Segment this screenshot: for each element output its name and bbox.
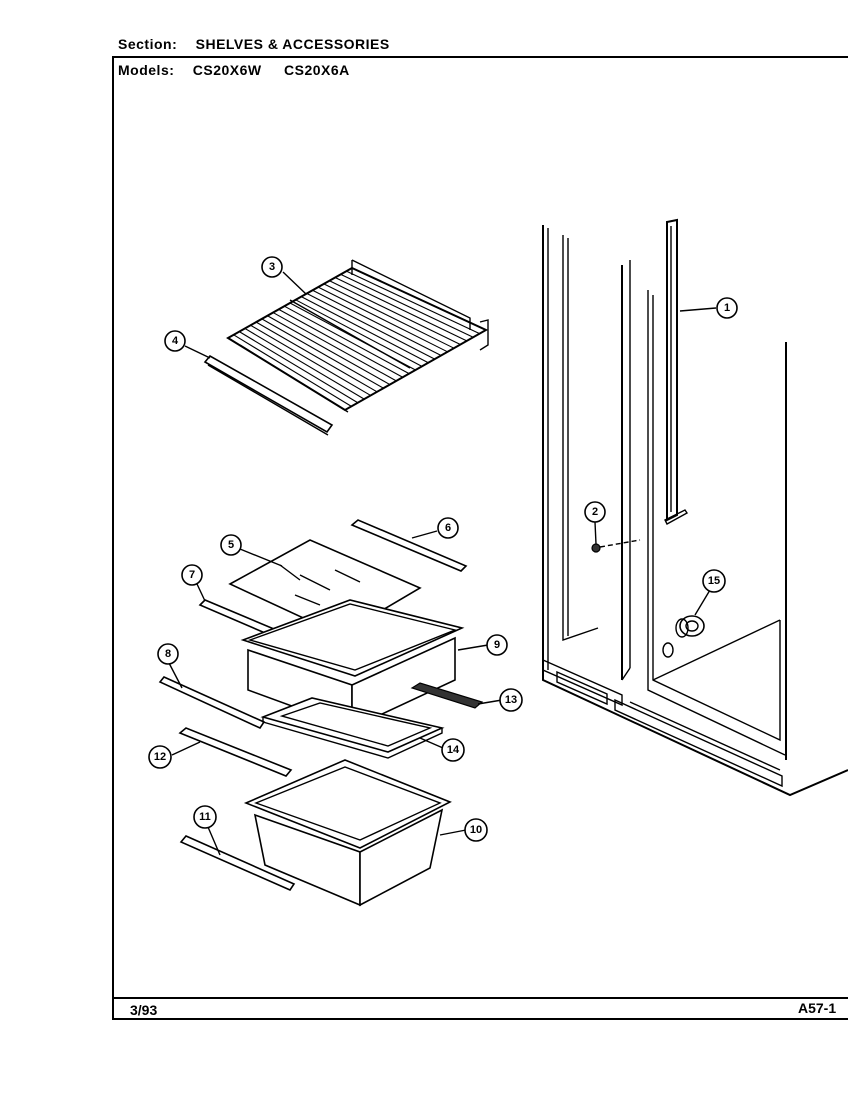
- models-line: Models: CS20X6W CS20X6A: [118, 62, 350, 78]
- callout-2: 2: [584, 501, 606, 523]
- svg-text:10: 10: [470, 824, 482, 836]
- callout-15: 15: [702, 569, 726, 593]
- callout-11: 11: [193, 805, 217, 829]
- callout-14: 14: [441, 738, 465, 762]
- footer-rule: [112, 997, 848, 999]
- svg-text:4: 4: [172, 335, 179, 347]
- wire-rib: [323, 283, 455, 349]
- lower-crisper-pan: [243, 759, 452, 907]
- model-2: CS20X6A: [284, 62, 350, 78]
- callout-13: 13: [499, 688, 523, 712]
- svg-text:5: 5: [228, 539, 234, 551]
- wire-rib: [295, 299, 423, 367]
- callout-7: 7: [181, 564, 203, 586]
- footer-date: 3/93: [130, 1002, 158, 1018]
- lower-pan-front-trim: [179, 835, 296, 892]
- callout-3: 3: [261, 256, 283, 278]
- wire-rib: [284, 305, 410, 375]
- section-line: Section: SHELVES & ACCESSORIES: [118, 36, 390, 52]
- shelf-front-trim: [203, 354, 334, 436]
- wire-rib: [267, 315, 391, 386]
- temperature-control-knob: [662, 615, 705, 658]
- svg-text:13: 13: [505, 694, 517, 706]
- svg-text:1: 1: [724, 302, 730, 314]
- wire-rib: [250, 324, 371, 396]
- footer-page-code: A57-1: [798, 1000, 837, 1016]
- crisper-slide-rail: [410, 682, 484, 709]
- section-label: Section:: [118, 36, 178, 52]
- wire-rib: [334, 277, 468, 342]
- refrigerator-cabinet: [542, 225, 848, 797]
- wire-rib: [312, 289, 442, 356]
- svg-text:11: 11: [199, 811, 211, 823]
- diagram-frame: [112, 56, 848, 1020]
- svg-text:14: 14: [447, 744, 460, 756]
- models-label: Models:: [118, 62, 175, 78]
- wire-rib: [346, 270, 480, 335]
- lower-pan-rear-trim: [178, 727, 293, 777]
- callout-10: 10: [464, 818, 488, 842]
- model-1: CS20X6W: [192, 62, 262, 78]
- leader-lines: [168, 271, 717, 856]
- wire-rib: [272, 312, 397, 382]
- wire-rib: [301, 296, 429, 364]
- wire-rib: [238, 331, 359, 404]
- svg-text:9: 9: [494, 639, 500, 651]
- wire-rib: [306, 292, 435, 360]
- wire-shelf: [226, 259, 489, 413]
- callout-1: 1: [716, 297, 738, 319]
- wire-rib: [261, 318, 384, 389]
- svg-text:3: 3: [269, 261, 275, 273]
- callout-12: 12: [148, 745, 172, 769]
- wire-rib: [329, 280, 461, 346]
- svg-text:15: 15: [708, 575, 720, 587]
- wire-rib: [233, 334, 352, 407]
- crisper-divider-tray: [260, 697, 445, 759]
- svg-text:6: 6: [445, 522, 451, 534]
- wire-rib: [351, 267, 487, 331]
- svg-text:7: 7: [189, 569, 195, 581]
- wire-rib: [278, 308, 403, 378]
- callout-6: 6: [437, 517, 459, 539]
- callout-9: 9: [486, 634, 508, 656]
- wire-rib: [340, 273, 474, 338]
- wire-rib: [317, 286, 448, 353]
- svg-text:12: 12: [154, 751, 166, 763]
- svg-text:8: 8: [165, 648, 171, 660]
- section-value: SHELVES & ACCESSORIES: [195, 36, 390, 52]
- wire-rib: [255, 321, 378, 393]
- wire-rib: [244, 327, 365, 400]
- shelf-ladder-rail: [664, 218, 689, 525]
- callout-5: 5: [220, 534, 242, 556]
- rail-screw: [591, 539, 641, 553]
- callout-8: 8: [157, 643, 179, 665]
- crisper-cover-rear-trim: [350, 519, 468, 572]
- callout-4: 4: [164, 330, 186, 352]
- svg-text:2: 2: [592, 506, 598, 518]
